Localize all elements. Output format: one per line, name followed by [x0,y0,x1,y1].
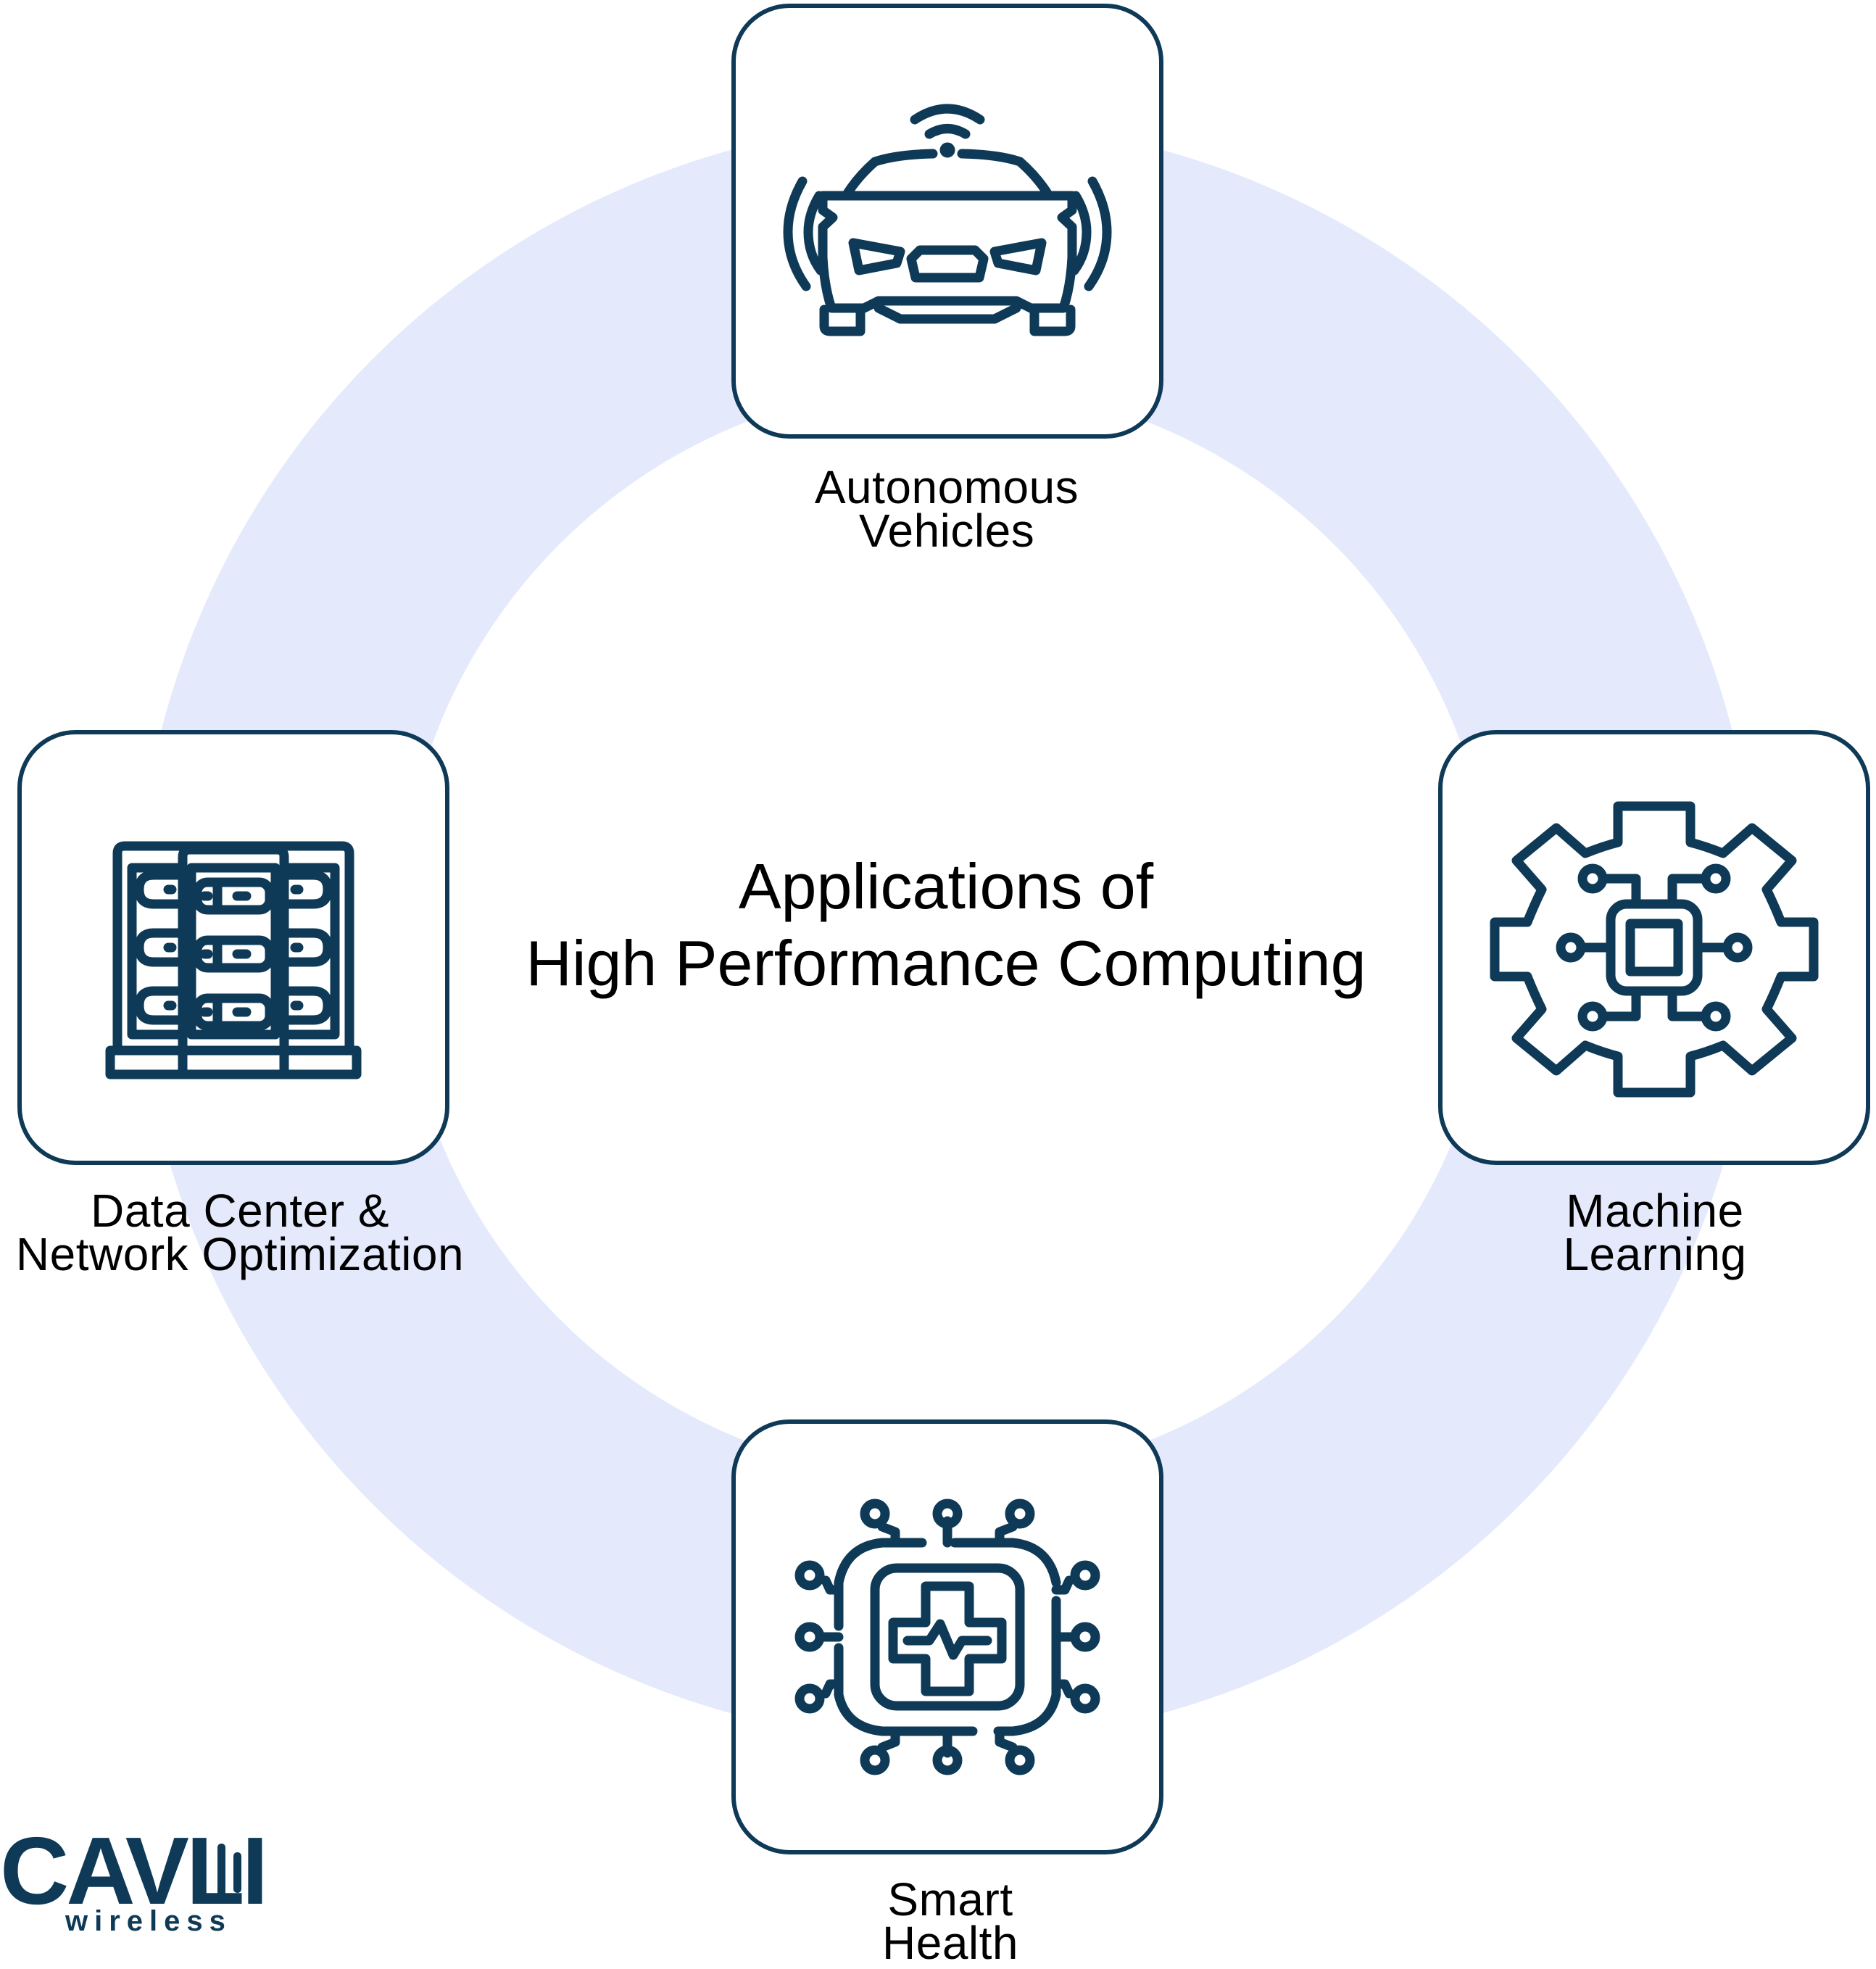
label-line1: Machine [1566,1185,1744,1237]
server-rack-icon [105,841,362,1079]
label-line1: Data Center & [90,1185,390,1237]
logo-tagline: wireless [65,1905,232,1937]
label-machine-learning: Machine Learning [1379,1185,1876,1280]
page-title: Applications of High Performance Computi… [435,848,1457,1002]
cavli-logo: CAVLI wireless [0,1823,275,1936]
card-data-center [17,730,449,1165]
label-line2: Health [882,1917,1018,1969]
medical-chip-icon [794,1498,1100,1775]
label-autonomous-vehicles: Autonomous Vehicles [671,461,1222,557]
label-smart-health: Smart Health [675,1873,1226,1969]
title-line2: High Performance Computing [526,927,1366,999]
card-smart-health [731,1419,1163,1854]
label-line2: Vehicles [858,505,1035,557]
card-machine-learning [1438,730,1870,1165]
label-line1: Smart [887,1873,1013,1926]
title-line1: Applications of [738,850,1154,922]
label-line2: Network Optimization [15,1228,465,1280]
self-driving-car-icon [783,104,1112,336]
label-data-center: Data Center & Network Optimization [0,1185,515,1280]
gear-chip-icon [1490,801,1819,1098]
label-line1: Autonomous [814,461,1079,513]
label-line2: Learning [1563,1228,1747,1280]
signal-bars-icon [217,1844,257,1902]
card-autonomous-vehicles [731,4,1163,439]
